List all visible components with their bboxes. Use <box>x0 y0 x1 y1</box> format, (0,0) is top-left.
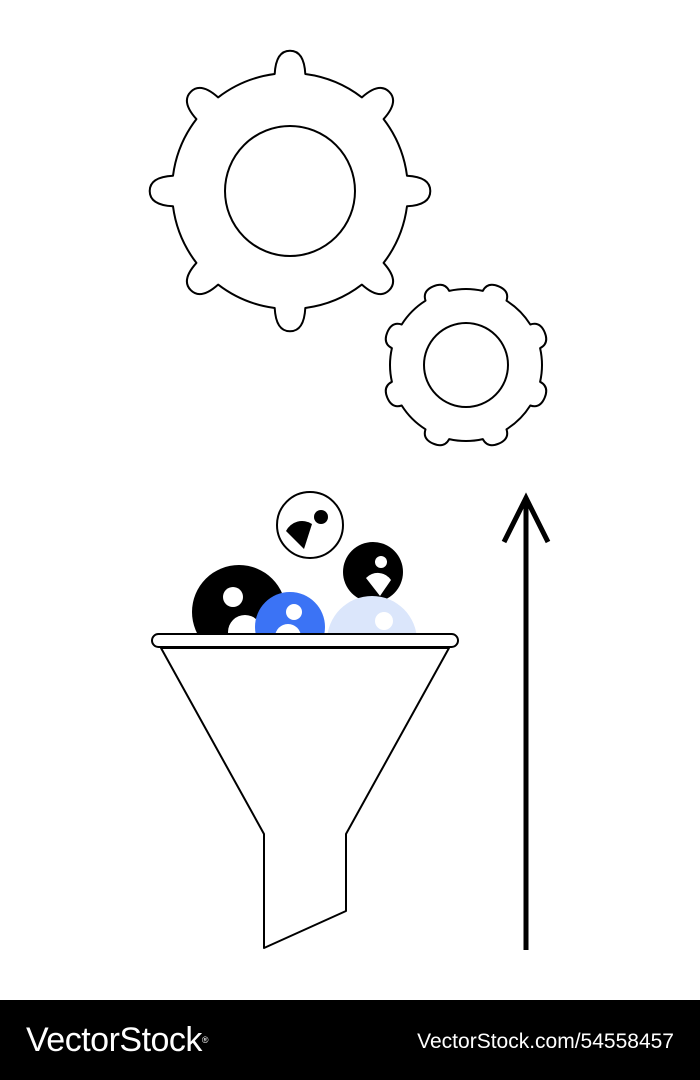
person-ball-outline <box>276 491 344 559</box>
large-gear-icon <box>148 49 432 333</box>
funnel-balls <box>192 565 417 637</box>
watermark-bar: VectorStock® VectorStock.com/54558457 <box>0 1000 700 1080</box>
watermark-logo: VectorStock® <box>26 1016 209 1064</box>
watermark-logo-text: VectorStock <box>26 1021 202 1059</box>
funnel-icon <box>151 633 459 949</box>
registered-mark: ® <box>201 1035 209 1045</box>
small-gear-icon <box>384 283 548 447</box>
person-ball-blue <box>255 592 325 637</box>
person-ball-light-blue <box>327 596 417 637</box>
watermark-image-id: VectorStock.com/54558457 <box>417 1030 674 1053</box>
up-arrow-icon <box>501 492 551 950</box>
illustration <box>148 49 551 950</box>
person-ball-black-small <box>343 542 403 602</box>
